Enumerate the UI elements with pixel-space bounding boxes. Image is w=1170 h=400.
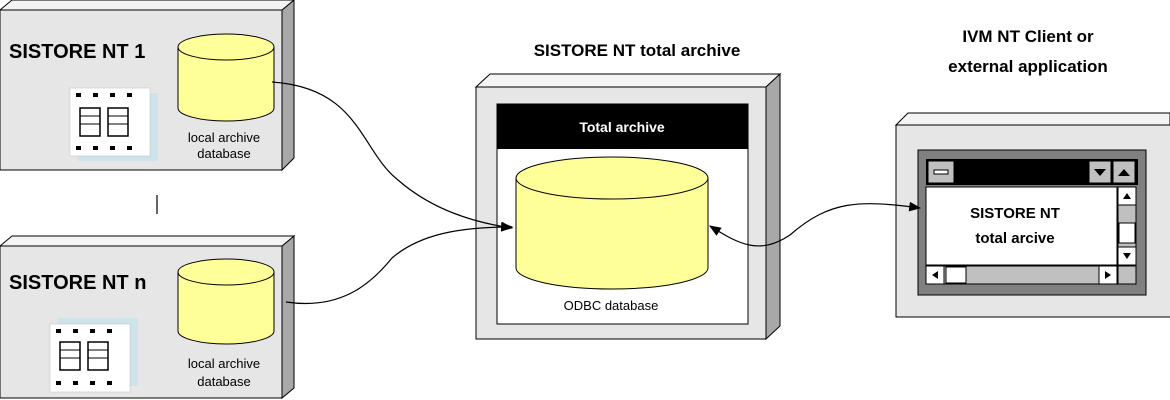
connector-sistoren-to-archive [285,222,514,304]
node-box-top [0,235,296,247]
size-grip [1117,265,1137,285]
node-box-top [474,73,782,88]
archive-title-bar [497,104,748,149]
app-window-client-area [925,186,1118,266]
minus-icon [933,169,949,175]
film-strip-icon [49,318,138,393]
window-text: total arcive [975,230,1054,247]
client-node: SISTORE NT total arcive [894,112,1170,318]
database-label: database [197,374,251,389]
node-box-top [894,112,1170,126]
connector-sistore1-to-archive [271,81,514,232]
node-box-top [0,0,295,11]
horizontal-scroll-thumb[interactable] [945,266,967,284]
node-title: SISTORE NT n [9,272,146,294]
node-box-side [281,234,295,400]
sistore-nt-n-node: SISTORE NT n local archive database [0,234,296,400]
local-database-cylinder [177,33,275,122]
sistore-nt-1-node: SISTORE NT 1 local archive databas [0,0,295,172]
arrow-down-icon [1123,253,1131,259]
triangle-down-icon [1094,169,1106,176]
window-text: SISTORE NT [970,205,1060,222]
client-heading: IVM NT Client or [962,27,1094,46]
triangle-up-icon [1118,169,1130,176]
node-title: SISTORE NT 1 [9,41,145,63]
local-database-cylinder [177,258,275,345]
total-archive-node: Total archive ODBC database [474,72,782,341]
archive-title-bar-label: Total archive [579,119,665,135]
database-label: local archive [188,130,260,145]
database-label: ODBC database [564,298,659,313]
arrow-up-icon [1123,193,1131,199]
total-archive-heading: SISTORE NT total archive [534,41,741,60]
arrow-right-icon [1105,271,1111,279]
client-heading: external application [948,57,1108,76]
database-label: database [197,146,251,161]
arrow-left-icon [932,271,938,279]
odbc-database-cylinder [515,156,709,290]
film-strip-icon [69,87,158,161]
database-label: local archive [188,356,260,371]
connector-archive-to-client [708,201,922,247]
node-box-side [765,72,781,341]
scroll-thumb[interactable] [1118,222,1136,244]
